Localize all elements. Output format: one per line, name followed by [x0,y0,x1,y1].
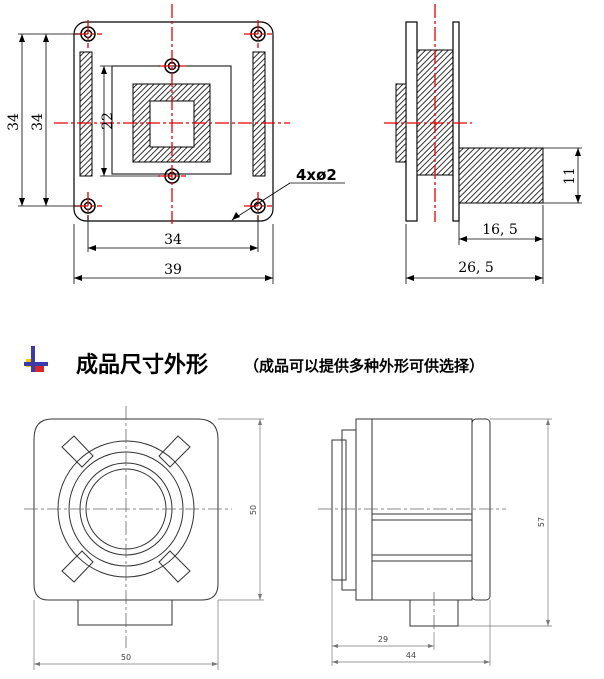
dim-16-5: 16, 5 [482,222,518,238]
side-arrowheads [406,148,581,281]
dim-width-34: 34 [164,232,182,248]
section-title: 成品尺寸外形 [76,352,208,378]
side-rear-cap [471,418,491,601]
front-plate-outline [73,21,274,222]
lens-lug-bottomleft [61,550,94,583]
hole-callout: 4xø2 [296,166,337,184]
dim-11: 11 [562,167,578,185]
dim-width-39: 39 [164,262,182,278]
right-slot [252,51,266,177]
side-lens-ring-outer [331,439,347,581]
camera-body-outline [33,418,219,601]
bottom-side-dim-height: 57 [537,517,546,527]
lens-lug-topright [158,435,191,468]
side-back-plate [452,21,460,222]
bottom-front-view [24,406,264,670]
side-connector [458,147,544,204]
plus-icon [24,346,48,372]
dim-height-outer: 34 [6,113,22,131]
lens-lug-topleft [61,435,94,468]
side-lens-ring-inner [341,429,357,591]
bottom-side-dim-44: 44 [406,651,416,660]
section-subtitle: （成品可以提供多种外形可供选择） [244,357,484,375]
mount-foot [77,599,173,626]
top-side-view: 11 16, 5 26, 5 [384,4,582,284]
side-dimension-lines [405,147,582,284]
bottom-side-dim-29: 29 [378,635,388,644]
dim-height-inner: 34 [30,113,46,131]
dim-26-5: 26, 5 [458,260,494,276]
side-centerlines [384,4,472,222]
bottom-front-dim-height: 50 [249,505,258,515]
bottom-side-view [318,418,552,666]
side-plate [405,21,418,222]
dim-center-22: 22 [100,112,116,130]
lens-lug-bottomright [158,550,191,583]
left-slot [79,51,93,177]
front-dimension-lines [18,33,345,284]
front-arrowheads [19,34,273,281]
side-body [371,418,473,601]
section-heading: 成品尺寸外形 （成品可以提供多种外形可供选择） [24,346,484,378]
bottom-front-dim-width: 50 [121,653,131,662]
top-front-view: 34 34 22 34 39 4xø2 [6,4,345,284]
side-mount-flange [355,418,373,601]
